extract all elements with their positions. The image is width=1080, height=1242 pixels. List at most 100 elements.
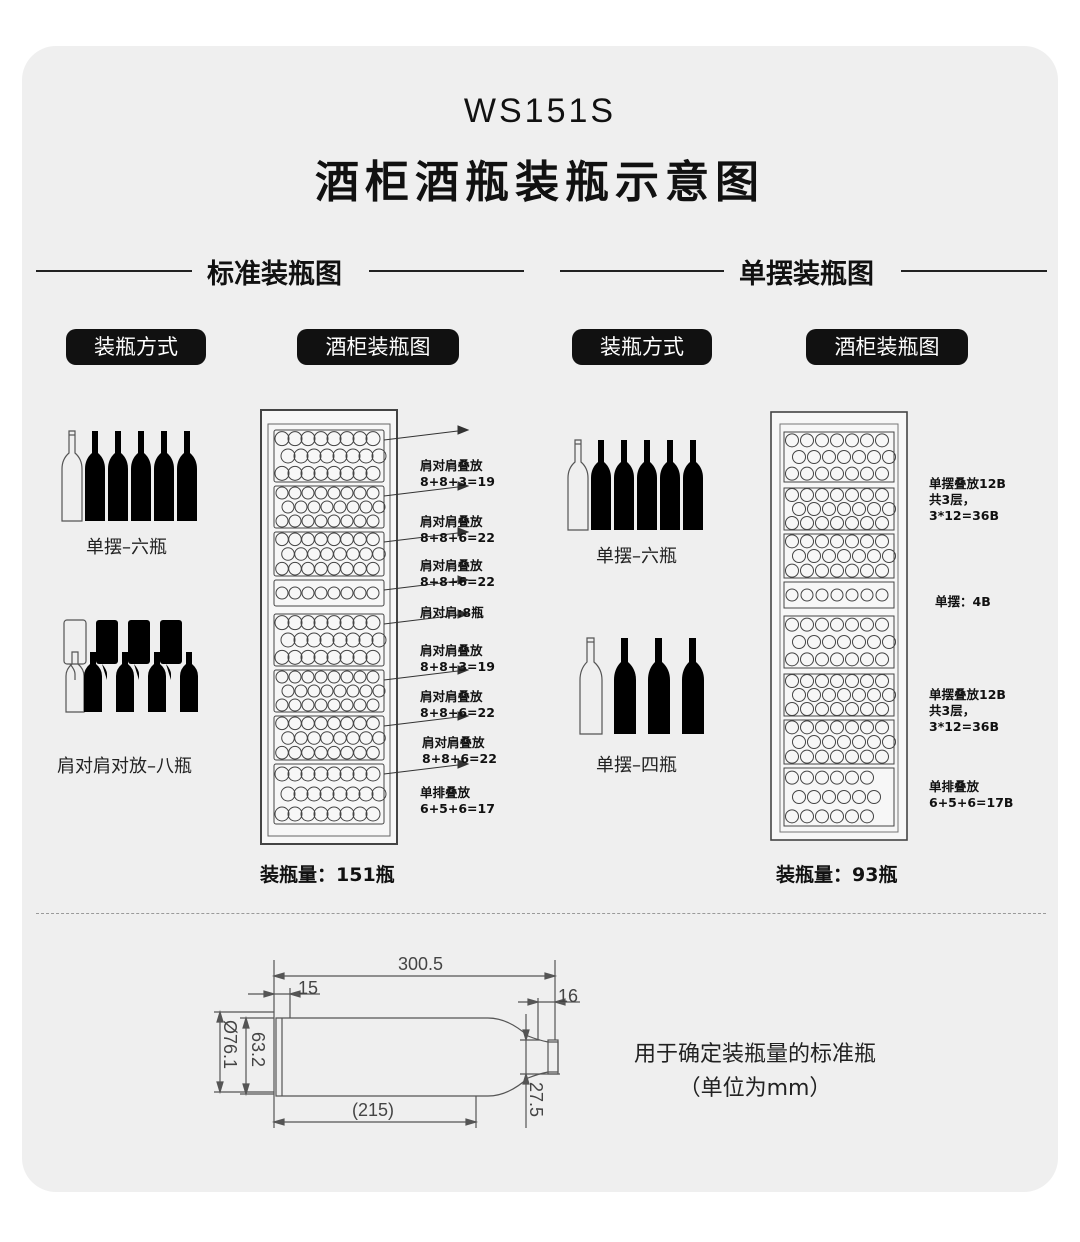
bottle-end xyxy=(800,720,814,735)
bottle-end xyxy=(792,450,806,464)
bottle-end xyxy=(815,563,829,578)
unit-caption: （单位为mm） xyxy=(678,1076,832,1101)
bottle-end xyxy=(822,790,836,804)
callout-arrowhead xyxy=(457,759,470,769)
caption-single-six-left: 单摆–六瓶 xyxy=(86,537,167,558)
bottle-end xyxy=(845,433,859,448)
bottle-end xyxy=(785,563,799,578)
bottle-end xyxy=(326,465,342,481)
callout-arrow xyxy=(383,429,467,441)
bottle-end xyxy=(275,586,289,600)
bottle-end xyxy=(845,534,859,549)
bottle-end xyxy=(807,450,821,464)
bottle-end xyxy=(815,433,829,448)
bottle-end xyxy=(867,688,881,702)
shelf xyxy=(783,487,895,531)
bottle-end xyxy=(307,684,321,698)
bottle-end xyxy=(313,615,329,631)
section-separator xyxy=(36,913,1046,914)
bottle-end xyxy=(867,450,881,464)
bottle-end xyxy=(845,770,859,785)
bottle-end xyxy=(882,450,896,464)
bottle-end xyxy=(867,549,881,563)
shelf xyxy=(273,669,385,713)
bottle-end xyxy=(852,688,866,702)
bottle-end xyxy=(852,735,866,749)
bottle-end xyxy=(800,516,814,530)
bottle-end xyxy=(860,534,874,549)
caption-shoulder-eight-left: 肩对肩对放–八瓶 xyxy=(57,756,192,777)
bottle-end xyxy=(294,500,308,514)
bottle-end xyxy=(333,500,347,514)
bottle-end xyxy=(785,588,799,602)
bottle-end xyxy=(845,749,859,764)
shelf xyxy=(273,429,385,483)
bottle-end xyxy=(785,809,799,824)
bottle-end xyxy=(815,770,829,785)
bottle-end xyxy=(280,632,296,648)
bottle-end xyxy=(867,790,881,804)
bottle-end xyxy=(339,431,355,447)
dim-body-length: (215) xyxy=(352,1100,394,1120)
bottle-row-eight-left xyxy=(63,619,199,713)
callout-arrow xyxy=(383,669,467,681)
bottle-end xyxy=(353,586,367,600)
bottle-end xyxy=(359,684,373,698)
bottle-end xyxy=(815,466,829,481)
bottle-end xyxy=(830,674,844,688)
bottle-end xyxy=(875,617,889,632)
bottle-end xyxy=(366,716,380,731)
bottle-end xyxy=(807,502,821,516)
bottle-end xyxy=(785,720,799,735)
bottle-end xyxy=(327,586,341,600)
section-divider-right-a xyxy=(560,270,724,272)
bottle-end xyxy=(301,670,315,684)
bottle-end xyxy=(815,809,829,824)
bottle-end xyxy=(822,688,836,702)
standard-bottle-drawing: 300.5 15 16 (215) Ø76.1 63.2 27.5 xyxy=(214,954,580,1128)
bottle-end xyxy=(837,450,851,464)
bottle-end xyxy=(301,514,315,528)
bottle-end xyxy=(852,635,866,649)
section-divider-left-b xyxy=(369,270,524,272)
bottle-end xyxy=(860,588,874,602)
bottle-end xyxy=(800,617,814,632)
bottle-end xyxy=(792,790,806,804)
bottle-end xyxy=(845,674,859,688)
bottle-end xyxy=(867,735,881,749)
bottle-end xyxy=(332,448,348,464)
bottle-end xyxy=(860,466,874,481)
shelf-note-left-4: 肩对肩:8瓶 xyxy=(420,605,484,620)
bottle-end xyxy=(875,488,889,502)
bottle-end xyxy=(830,488,844,502)
bottle-end xyxy=(339,649,355,665)
bottle-end xyxy=(800,588,814,602)
bottle-end xyxy=(785,674,799,688)
bottle-end xyxy=(875,466,889,481)
bottle-end xyxy=(845,702,859,716)
bottle-end xyxy=(815,652,829,667)
bottle-end xyxy=(882,502,896,516)
bottle-end xyxy=(830,770,844,785)
bottle-end xyxy=(313,766,329,782)
dim-neck-diameter: 27.5 xyxy=(526,1082,546,1117)
bottle-end xyxy=(875,563,889,578)
bottle-end xyxy=(837,688,851,702)
bottle-end xyxy=(815,749,829,764)
shelf-note-right-2: 单摆：4B xyxy=(935,594,991,609)
bottle-end xyxy=(860,488,874,502)
bottle-end xyxy=(807,549,821,563)
bottle-end xyxy=(815,702,829,716)
bottle-end xyxy=(326,615,342,631)
bottle-end xyxy=(307,500,321,514)
bottle-end xyxy=(332,786,348,802)
bottle-end xyxy=(800,770,814,785)
callout-arrowhead xyxy=(457,481,470,491)
shelf xyxy=(273,763,385,825)
bottle-end xyxy=(306,632,322,648)
bottle-end xyxy=(830,516,844,530)
bottle-end xyxy=(830,617,844,632)
bottle-end xyxy=(301,586,315,600)
bottle-end xyxy=(340,514,354,528)
bottle-end xyxy=(822,450,836,464)
